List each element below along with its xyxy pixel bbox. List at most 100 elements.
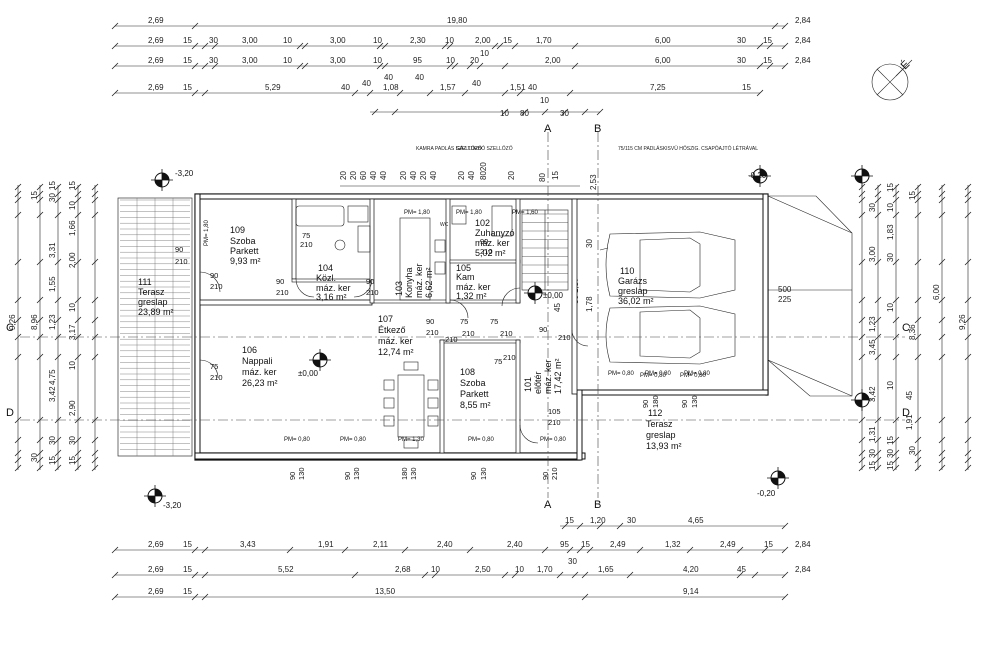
- dim-label: 9,26: [8, 314, 17, 330]
- dim-label: 3,45: [868, 339, 877, 355]
- dim-label: 2,30: [410, 36, 426, 45]
- parapet-label: PM= 1,80: [404, 210, 431, 216]
- door-labels: 75 210 90 210 90 210 90 210 90 210 90 21…: [175, 231, 571, 427]
- dimension-tick: [914, 316, 922, 324]
- door-size: 210: [558, 333, 571, 342]
- dimension-tick: [54, 183, 62, 191]
- dimension-tick: [766, 42, 774, 50]
- dim-label: 3,00: [330, 56, 346, 65]
- dim-label: 8,96: [30, 314, 39, 330]
- dim-label: 2,69: [148, 56, 164, 65]
- dimension-tick: [874, 183, 882, 191]
- level-markers: -3,20 -0,20 ±0,00 ±0,00 -3,20 -0,20: [144, 165, 873, 510]
- dimension-tick: [756, 89, 764, 97]
- dim-label: 2,00: [545, 56, 561, 65]
- room-101: 101 előtér máz. ker 17,42 m²: [523, 358, 563, 394]
- dimension-tick: [938, 449, 946, 457]
- dimension-tick: [874, 333, 882, 341]
- dimension-tick: [616, 522, 624, 530]
- top-dimension-row-2: 2,69 15 30 3,00 10 3,00 10 2,30 10 2,00 …: [148, 36, 811, 45]
- dim-label: 15: [908, 191, 917, 200]
- parapet-label: PM= 0,80: [680, 373, 707, 379]
- dimension-tick: [892, 296, 900, 304]
- level-marker-icon: [155, 180, 162, 187]
- dimension-tick: [14, 190, 22, 198]
- dim-label: 95: [560, 540, 569, 549]
- dim-label: 10: [283, 36, 292, 45]
- dim-label: 2,84: [795, 36, 811, 45]
- dimension-tick: [751, 571, 759, 579]
- room-number: 111: [138, 277, 152, 287]
- window-parapets: PM= 0,80 PM= 0,80 PM= 0,80 PM= 0,80 PM= …: [284, 371, 711, 480]
- dim-label: 15: [565, 516, 574, 525]
- dimension-tick: [36, 449, 44, 457]
- room-number: 110: [620, 266, 634, 276]
- room-name: Étkező: [378, 325, 406, 335]
- door-size: 75: [490, 317, 498, 326]
- dimension-tick: [74, 456, 82, 464]
- dimension-tick: [892, 183, 900, 191]
- room-105: 105 Kam máz. ker 1,32 m²: [456, 263, 491, 301]
- dimension-tick: [191, 89, 199, 97]
- dimension-tick: [964, 316, 972, 324]
- room-floor: máz. ker: [543, 359, 553, 394]
- dimension-tick: [938, 258, 946, 266]
- dim-label: 1,91: [318, 540, 334, 549]
- top-dimension-row-1: 2,69 19,80 2,84: [148, 16, 811, 25]
- bottom-dimension-lines: [111, 522, 789, 601]
- door-size: 210: [480, 247, 493, 256]
- dim-label: 20: [349, 171, 358, 180]
- door-size: 90: [426, 317, 434, 326]
- dim-label: 2,69: [148, 565, 164, 574]
- dimension-tick: [874, 258, 882, 266]
- dim-label: 1,20: [590, 516, 606, 525]
- dim-label: 2,69: [148, 540, 164, 549]
- dimension-tick: [771, 22, 779, 30]
- dimension-tick: [892, 456, 900, 464]
- dim-label: 3,00: [330, 36, 346, 45]
- dimension-tick: [516, 89, 524, 97]
- dimension-tick: [371, 108, 379, 116]
- dimension-tick: [74, 258, 82, 266]
- dim-label: 45: [553, 303, 562, 312]
- note-gaz: GÁZ TURBÓ SZELLŐZŐ: [456, 145, 513, 152]
- dim-label: 1,57: [440, 83, 456, 92]
- dim-label: 3,00: [242, 36, 258, 45]
- dim-label: 80: [538, 173, 547, 182]
- dim-label: 10: [68, 361, 77, 370]
- section-label: A: [544, 499, 552, 511]
- dimension-tick: [858, 353, 866, 361]
- above-plan-dims: 20 20 60 40 40 20 40 20 40 20 40 8020 80…: [339, 162, 598, 312]
- dimension-tick: [301, 42, 309, 50]
- dim-label: 30: [737, 56, 746, 65]
- dimension-tick: [874, 296, 882, 304]
- dimension-tick: [874, 449, 882, 457]
- room-name: Kam: [456, 272, 475, 282]
- section-label: A: [544, 123, 552, 135]
- dimension-tick: [892, 449, 900, 457]
- dimension-tick: [36, 456, 44, 464]
- dim-label: 40: [467, 171, 476, 180]
- dim-label: 10: [515, 565, 524, 574]
- dim-label: 30: [868, 449, 877, 458]
- room-number: 109: [230, 225, 245, 235]
- dim-label: 30: [30, 453, 39, 462]
- dimension-tick: [511, 42, 519, 50]
- window-size: 130: [690, 395, 699, 408]
- dimension-tick: [892, 333, 900, 341]
- dimension-tick: [191, 42, 199, 50]
- parapet-label: PM= 1,80: [204, 219, 210, 246]
- dimension-tick: [541, 108, 549, 116]
- parapet-label: PM= 0,80: [284, 437, 311, 443]
- dimension-tick: [446, 42, 454, 50]
- level-marker-icon: [760, 169, 767, 176]
- dimension-tick: [781, 62, 789, 70]
- dim-label: 40: [409, 171, 418, 180]
- door-size: 75: [302, 231, 310, 240]
- level-label: -3,20: [163, 501, 182, 510]
- dimension-tick: [914, 416, 922, 424]
- dimension-tick: [111, 593, 119, 601]
- interior-walls: [199, 198, 578, 454]
- dimension-tick: [914, 258, 922, 266]
- dimension-tick: [54, 436, 62, 444]
